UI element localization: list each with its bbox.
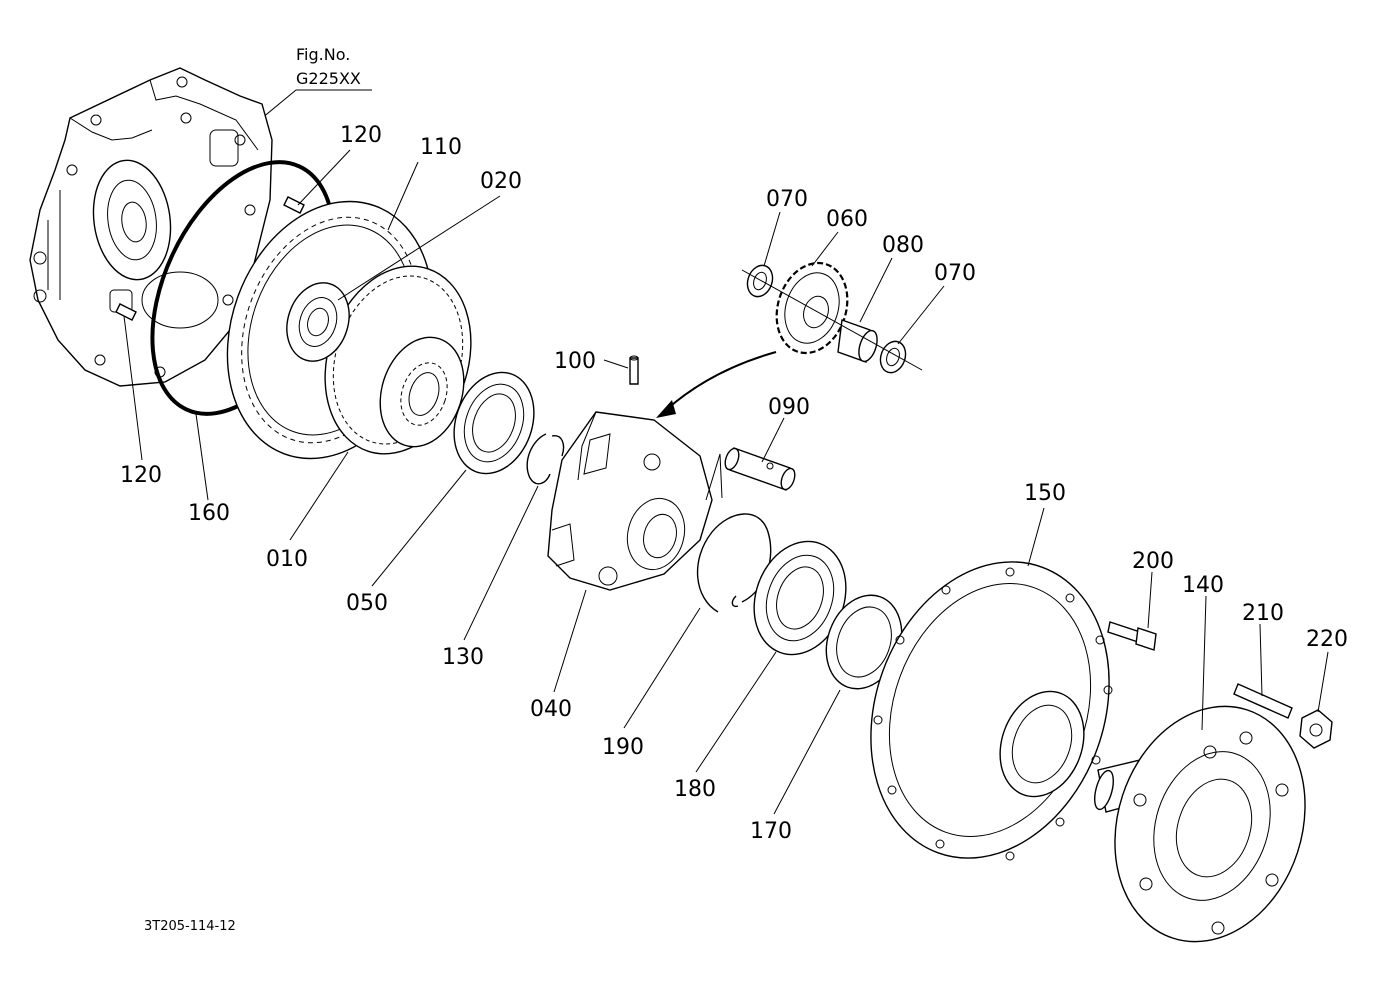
bolt-200 (1107, 621, 1157, 651)
nut-220 (1299, 709, 1333, 749)
planet-gear-060 (775, 261, 849, 355)
shaft-alignment-mark (705, 453, 723, 501)
figure-label: Fig.No. (296, 45, 350, 64)
part-label-010: 010 (266, 547, 308, 572)
planet-axis-line (741, 269, 923, 371)
pin-100 (629, 355, 639, 385)
needle-bearing-080 (837, 319, 878, 363)
part-label-170: 170 (750, 819, 792, 844)
hub-case-150 (870, 561, 1113, 861)
thrust-washer-070-right (879, 340, 907, 374)
bearing-180 (753, 540, 847, 656)
part-label-110: 110 (420, 135, 462, 160)
part-label-120-top: 120 (340, 123, 382, 148)
part-labels: 120 110 020 070 060 080 070 100 090 120 … (120, 123, 1348, 844)
part-label-190: 190 (602, 735, 644, 760)
drawing-code: 3T205-114-12 (144, 919, 236, 934)
part-label-160: 160 (188, 501, 230, 526)
part-label-060: 060 (826, 207, 868, 232)
part-label-090: 090 (768, 395, 810, 420)
planet-carrier-040 (547, 411, 713, 591)
thrust-washer-070-left (746, 264, 774, 298)
part-label-020: 020 (480, 169, 522, 194)
axle-flange-140 (1093, 705, 1306, 943)
leader-lines (123, 149, 1329, 815)
part-label-210: 210 (1242, 601, 1284, 626)
shaft-090 (724, 447, 796, 491)
bearing-020 (286, 282, 350, 362)
part-label-070-left: 070 (766, 187, 808, 212)
part-label-070-right: 070 (934, 261, 976, 286)
part-label-040: 040 (530, 697, 572, 722)
figure-number-block: Fig.No. G225XX (249, 45, 372, 129)
part-label-080: 080 (882, 233, 924, 258)
part-label-150: 150 (1024, 481, 1066, 506)
bearing-050 (453, 371, 535, 475)
part-label-180: 180 (674, 777, 716, 802)
part-label-120-bottom: 120 (120, 463, 162, 488)
part-label-050: 050 (346, 591, 388, 616)
part-label-220: 220 (1306, 627, 1348, 652)
stud-210 (1233, 683, 1293, 719)
transmission-housing (29, 67, 305, 387)
figure-number: G225XX (296, 69, 361, 88)
part-label-140: 140 (1182, 573, 1224, 598)
part-label-100: 100 (554, 349, 596, 374)
oil-seal-170 (825, 594, 903, 690)
snap-ring-130 (526, 433, 565, 485)
part-label-200: 200 (1132, 549, 1174, 574)
part-label-130: 130 (442, 645, 484, 670)
assembly-arrow (656, 351, 777, 418)
